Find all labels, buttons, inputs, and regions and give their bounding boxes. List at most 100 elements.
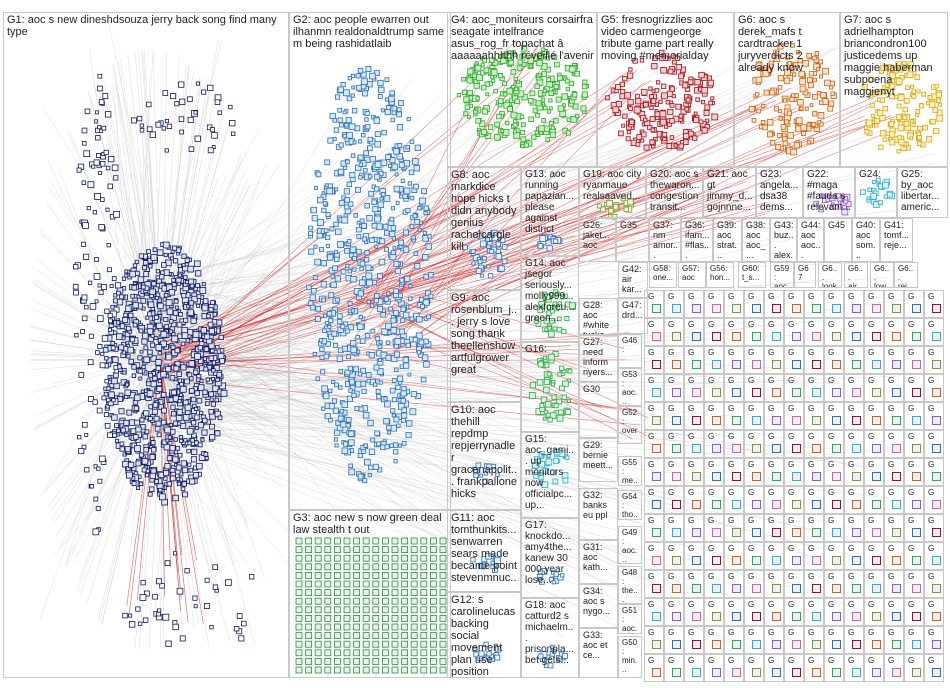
edge (187, 394, 256, 645)
node-dot (652, 612, 661, 621)
node-dot (892, 416, 901, 425)
node-dot (672, 304, 681, 313)
group-box-g20: G20: aoc s thewaron... congestion transi… (646, 167, 703, 218)
node-dot (672, 556, 681, 565)
node-dot (812, 612, 821, 621)
small-group-cell: G (644, 346, 664, 374)
node-dot (832, 500, 841, 509)
node-dot (752, 360, 761, 369)
node-dot (732, 360, 741, 369)
small-group-label: G (788, 572, 795, 581)
group-box-g8: G8: aoc markdice hope hicks t didn anybo… (447, 167, 521, 290)
node-dot (672, 416, 681, 425)
small-group-cell: G (824, 290, 844, 318)
node-dot (892, 528, 901, 537)
group-box-g51: G51: aoc... (618, 604, 642, 634)
edge (170, 203, 772, 372)
small-group-cell: G (924, 290, 944, 318)
group-label-g43: G43: buz... alex... (774, 220, 794, 261)
node-dot (792, 556, 801, 565)
node (119, 446, 125, 452)
small-group-label: G (848, 628, 855, 637)
small-group-label: G (668, 404, 675, 413)
node (181, 253, 187, 259)
edge (142, 313, 664, 604)
node-dot (872, 640, 881, 649)
group-box-g4: G4: aoc_moniteurs corsairfra seagate int… (447, 12, 597, 167)
small-group-label: G (808, 348, 815, 357)
small-group-label: G (808, 460, 815, 469)
group-label-g28: G28: aoc #white tucke... (583, 300, 613, 335)
small-group-label: G (708, 292, 715, 301)
small-group-label: G (708, 376, 715, 385)
node-dot (852, 640, 861, 649)
group-label-g40: G40: aoc som... (856, 220, 879, 260)
node-dot (712, 416, 721, 425)
small-group-label: G (888, 628, 895, 637)
small-group-cell: G (904, 290, 924, 318)
node-dot (672, 612, 681, 621)
small-group-cell: G (664, 402, 684, 430)
small-group-cell: G (784, 318, 804, 346)
small-group-cell: G (764, 402, 784, 430)
edge (49, 359, 163, 514)
node-dot (912, 556, 921, 565)
group-box-g67: G67 (794, 262, 816, 288)
small-group-cell: G (724, 430, 744, 458)
small-group-label: G (688, 600, 695, 609)
group-label-g9: G9: aoc rosenblum_j... jerry s love song… (451, 292, 519, 376)
node-dot (752, 332, 761, 341)
edge (172, 234, 705, 401)
node-dot (772, 556, 781, 565)
small-group-label: G (688, 572, 695, 581)
node-dot (752, 528, 761, 537)
small-group-cell: G (924, 626, 944, 654)
small-group-label: G (648, 292, 655, 301)
node (180, 422, 187, 429)
edge (165, 378, 891, 500)
small-group-label: G (648, 572, 655, 581)
edge (133, 423, 614, 620)
group-box-g9: G9: aoc rosenblum_j... jerry s love song… (447, 290, 521, 402)
group-box-g1: G1: aoc s new dineshdsouza jerry back so… (3, 12, 289, 678)
edge (389, 287, 624, 349)
small-group-label: G (748, 516, 755, 525)
small-group-cell: G (664, 626, 684, 654)
small-group-cell: G (864, 346, 884, 374)
small-group-label: G (908, 432, 915, 441)
node-dot (932, 304, 941, 313)
edge (191, 291, 541, 333)
small-group-cell: G (804, 346, 824, 374)
small-group-label: G (808, 488, 815, 497)
edge (180, 30, 605, 375)
node-dot (852, 360, 861, 369)
group-box-g62: G6... look (818, 262, 842, 288)
small-group-label: G (788, 404, 795, 413)
small-group-label: G (928, 572, 935, 581)
node (184, 378, 190, 385)
node-dot (812, 472, 821, 481)
node (181, 467, 188, 474)
node-dot (772, 668, 781, 677)
group-box-g49: G49: aoc... (618, 526, 642, 564)
small-group-label: G (728, 320, 735, 329)
small-group-cell: G (904, 374, 924, 402)
group-box-g40: G40: aoc som... (852, 218, 880, 262)
small-group-cell: G (724, 542, 744, 570)
edge (47, 160, 135, 352)
small-group-cell: G (884, 374, 904, 402)
group-box-g21: G21: aoc gt jimmy_d... gojnnne... (703, 167, 756, 218)
small-group-cell: G (704, 318, 724, 346)
node-dot (872, 444, 881, 453)
small-group-cell: G (924, 346, 944, 374)
group-label-g11: G11: aoc tomthunkits... senwarren sears … (451, 512, 521, 592)
node-dot (832, 332, 841, 341)
small-group-label: G (908, 544, 915, 553)
group-label-g31: G31: aoc kath... (583, 542, 608, 572)
small-group-cell: G (804, 458, 824, 486)
node-dot (932, 500, 941, 509)
small-group-cell: G (864, 598, 884, 626)
node-dot (712, 640, 721, 649)
edge (159, 159, 692, 378)
node-dot (872, 584, 881, 593)
